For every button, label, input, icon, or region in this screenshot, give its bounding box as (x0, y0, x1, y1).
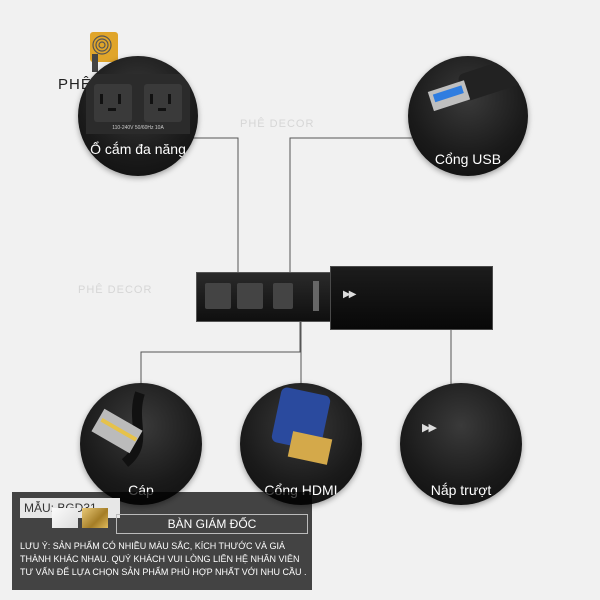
double-chevron-icon: ▶▶ (343, 289, 356, 300)
socket-icon (205, 283, 231, 309)
brand-logo-icon (90, 32, 118, 72)
product-info-card: MẪU: BGD31 BÀN GIÁM ĐỐC LƯU Ý: SẢN PHẨM … (12, 492, 312, 590)
color-swatch-gold (82, 508, 108, 528)
sliding-cover: ▶▶ (330, 266, 493, 330)
ethernet-cable-icon (91, 391, 145, 467)
usb-cable-icon (427, 58, 522, 112)
product-note: LƯU Ý: SẢN PHẨM CÓ NHIỀU MÀU SẮC, KÍCH T… (20, 541, 307, 577)
hdmi-port-icon (273, 283, 293, 309)
feature-label: Nắp trượt (430, 482, 492, 498)
product-name: BÀN GIÁM ĐỐC (116, 514, 308, 534)
feature-cable: Cáp (80, 383, 202, 505)
watermark: PHÊ DECOR (78, 284, 153, 296)
feature-label: Ổ cắm đa năng (90, 141, 186, 157)
feature-socket: 110-240V 50/60Hz 10A Ổ cắm đa năng (78, 56, 198, 176)
socket-icon (237, 283, 263, 309)
color-swatch-white (52, 508, 78, 528)
feature-sliding-lid: ▶▶ Nắp trượt (400, 383, 522, 505)
feature-hdmi: Cổng HDMI (240, 383, 362, 505)
usb-port-icon (313, 281, 319, 311)
desk-power-module (196, 272, 332, 322)
socket-icon (86, 74, 190, 134)
feature-label: Cổng USB (434, 151, 502, 167)
hdmi-cable-icon (271, 387, 333, 465)
feature-usb: Cổng USB (408, 56, 528, 176)
socket-rating: 110-240V 50/60Hz 10A (112, 125, 164, 131)
double-chevron-icon: ▶▶ (422, 422, 437, 434)
watermark: PHÊ DECOR (240, 118, 315, 130)
